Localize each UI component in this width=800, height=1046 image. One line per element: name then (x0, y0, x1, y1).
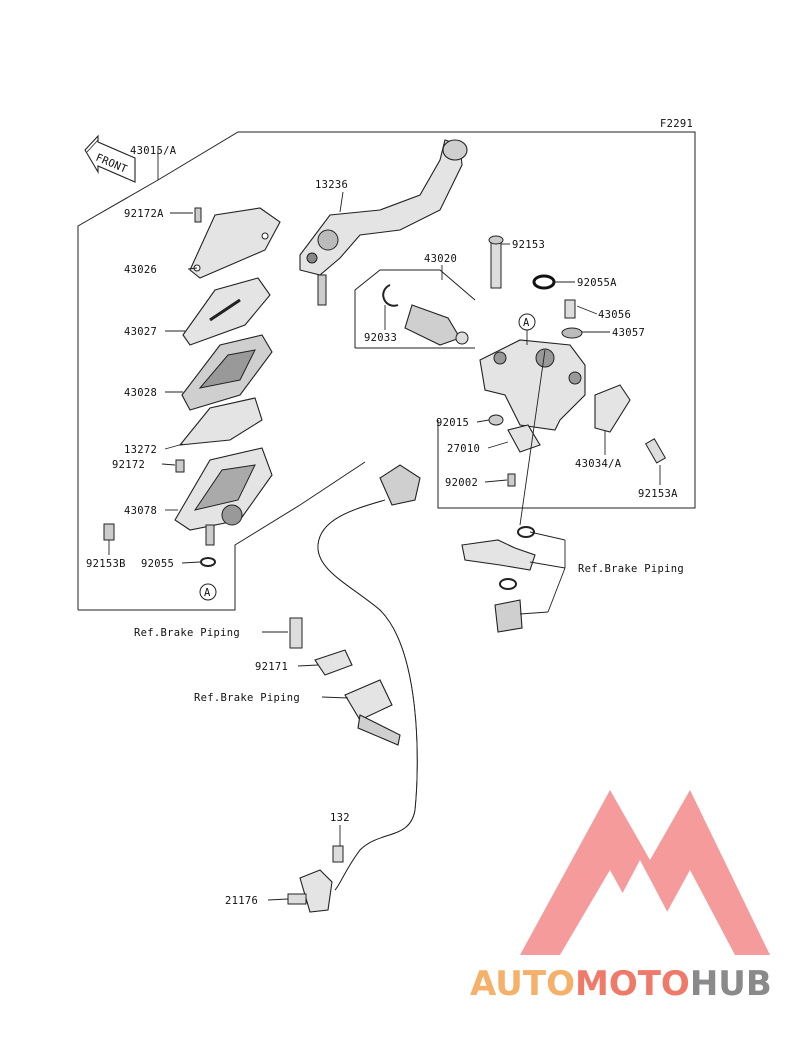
screw-92172 (175, 459, 185, 473)
bolt-92153b (103, 523, 115, 541)
label-92015: 92015 (436, 417, 469, 429)
piston-assembly (404, 304, 469, 346)
ref-circle-a-bottom: A (199, 583, 217, 601)
assembly-frame (77, 131, 696, 611)
bleeder-valve (564, 299, 576, 319)
label-ref-brake-piping-lower: Ref.Brake Piping (194, 692, 300, 704)
reservoir-body (174, 447, 273, 546)
label-43026: 43026 (124, 264, 157, 276)
label-43057: 43057 (612, 327, 645, 339)
watermark-text-auto: AUTOMOTOHUB (470, 964, 772, 1004)
screw-92002 (507, 473, 516, 487)
circlip (382, 284, 399, 307)
label-92055: 92055 (141, 558, 174, 570)
brake-switch (507, 424, 541, 453)
diaphragm-plate (182, 277, 271, 346)
master-cylinder-body (479, 339, 586, 431)
label-ref-brake-piping-upper: Ref.Brake Piping (134, 627, 240, 639)
leader-lines (108, 150, 661, 901)
brake-lever (299, 139, 468, 306)
nut-92015 (488, 414, 504, 426)
label-92002: 92002 (445, 477, 478, 489)
piston-kit-frame (354, 269, 476, 349)
o-ring-92055a (532, 274, 556, 290)
ref-circle-a-top: A (518, 313, 536, 345)
label-27010: 27010 (447, 443, 480, 455)
label-92172a: 92172A (124, 208, 164, 220)
label-ref-brake-piping-right: Ref.Brake Piping (578, 563, 684, 575)
reservoir-cover (189, 207, 281, 279)
clamp-92171 (289, 617, 353, 676)
label-92055a: 92055A (577, 277, 617, 289)
label-43028: 43028 (124, 387, 157, 399)
sensor-wire (317, 499, 418, 891)
diagram-code: F2291 (660, 118, 693, 130)
label-43056: 43056 (598, 309, 631, 321)
label-92033: 92033 (364, 332, 397, 344)
label-43027: 43027 (124, 326, 157, 338)
label-21176: 21176 (225, 895, 258, 907)
screw-92172a (194, 207, 202, 223)
banjo-fitting (461, 526, 536, 633)
float-plate (178, 397, 263, 446)
brake-hose-section (344, 679, 401, 746)
label-43015a: 43015/A (130, 145, 177, 157)
label-92153: 92153 (512, 239, 545, 251)
label-43034a: 43034/A (575, 458, 622, 470)
label-43078: 43078 (124, 505, 157, 517)
label-13236: 13236 (315, 179, 348, 191)
label-92172: 92172 (112, 459, 145, 471)
label-43020: 43020 (424, 253, 457, 265)
ref-a-top-text: A (523, 317, 530, 329)
label-92171: 92171 (255, 661, 288, 673)
label-132: 132 (330, 812, 350, 824)
label-92153a: 92153A (638, 488, 678, 500)
watermark-logo-mark (520, 790, 770, 955)
front-arrow-icon: FRONT (84, 134, 136, 183)
holder-clamp (594, 384, 631, 433)
label-92153b: 92153B (86, 558, 126, 570)
ref-a-bottom-text: A (204, 587, 211, 599)
bolt-92153a (644, 438, 667, 464)
bolt-92153 (488, 235, 504, 289)
o-ring-92055 (200, 557, 216, 567)
wheel-sensor (287, 869, 333, 913)
wire-connector (379, 464, 421, 506)
bleeder-cap (561, 327, 583, 339)
bolt-132 (332, 845, 344, 863)
label-13272: 13272 (124, 444, 157, 456)
diaphragm (181, 334, 273, 411)
